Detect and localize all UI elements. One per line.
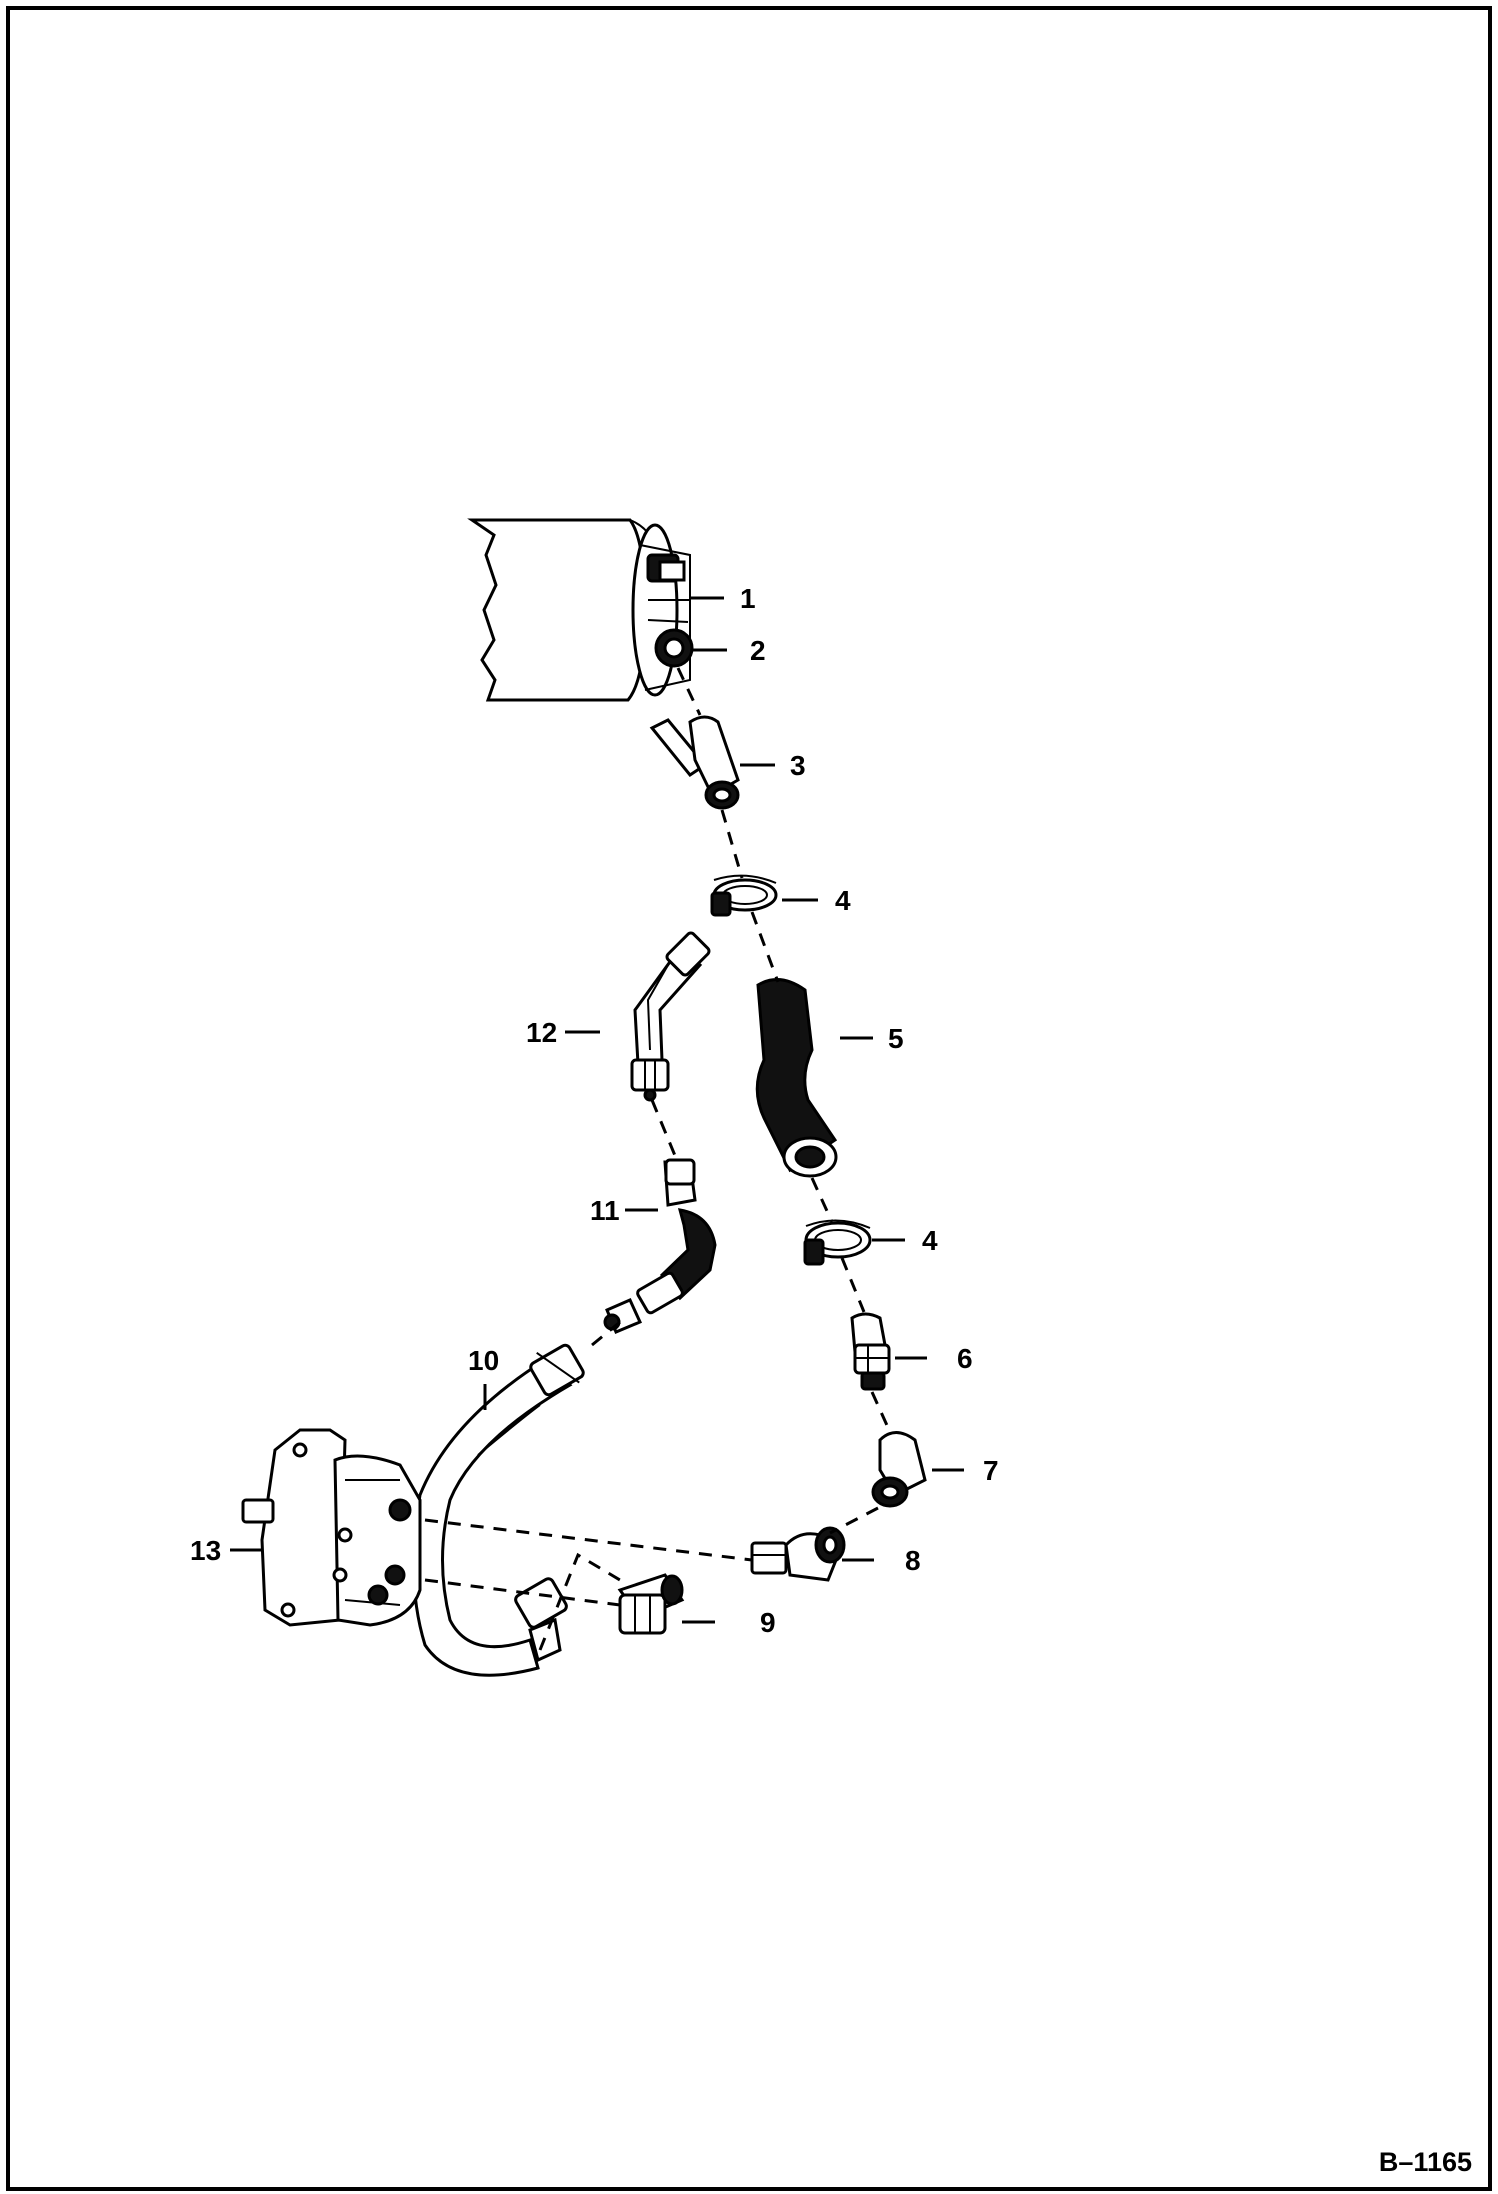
tube-elbow bbox=[630, 931, 711, 1102]
elbow-fitting bbox=[871, 1431, 927, 1508]
callout-11: 11 bbox=[590, 1195, 620, 1226]
callout-6: 6 bbox=[957, 1343, 973, 1374]
adapter-fitting bbox=[850, 1312, 891, 1391]
callout-3: 3 bbox=[790, 750, 806, 781]
elbow-fitting-pump bbox=[750, 1526, 846, 1582]
callout-5: 5 bbox=[888, 1023, 904, 1054]
hose bbox=[755, 978, 838, 1178]
callout-4-lower: 4 bbox=[922, 1225, 938, 1256]
callout-13: 13 bbox=[190, 1535, 221, 1566]
callout-9: 9 bbox=[760, 1607, 776, 1638]
assembly-lines bbox=[424, 667, 892, 1651]
hose-clamp-lower bbox=[803, 1219, 872, 1266]
callout-12: 12 bbox=[526, 1017, 557, 1048]
drawing-frame bbox=[6, 6, 1492, 2191]
callout-labels: 1 2 3 4 5 4 6 7 8 9 10 11 12 13 bbox=[190, 583, 999, 1638]
callout-1: 1 bbox=[740, 583, 756, 614]
hose-assembly bbox=[603, 1158, 717, 1334]
callout-10: 10 bbox=[468, 1345, 499, 1376]
callout-7: 7 bbox=[983, 1455, 999, 1486]
callout-8: 8 bbox=[905, 1545, 921, 1576]
callout-4-upper: 4 bbox=[835, 885, 851, 916]
filter-fitting bbox=[654, 628, 694, 668]
leader-lines bbox=[230, 596, 964, 1624]
filter-housing bbox=[467, 518, 691, 702]
hydraulic-pump bbox=[241, 1428, 422, 1627]
pump-fitting bbox=[617, 1573, 685, 1635]
tube bbox=[412, 1343, 585, 1677]
figure-id: B–1165 bbox=[1378, 2147, 1472, 2177]
y-fitting bbox=[649, 715, 740, 810]
hose-clamp-upper bbox=[710, 874, 778, 917]
callout-2: 2 bbox=[750, 635, 766, 666]
